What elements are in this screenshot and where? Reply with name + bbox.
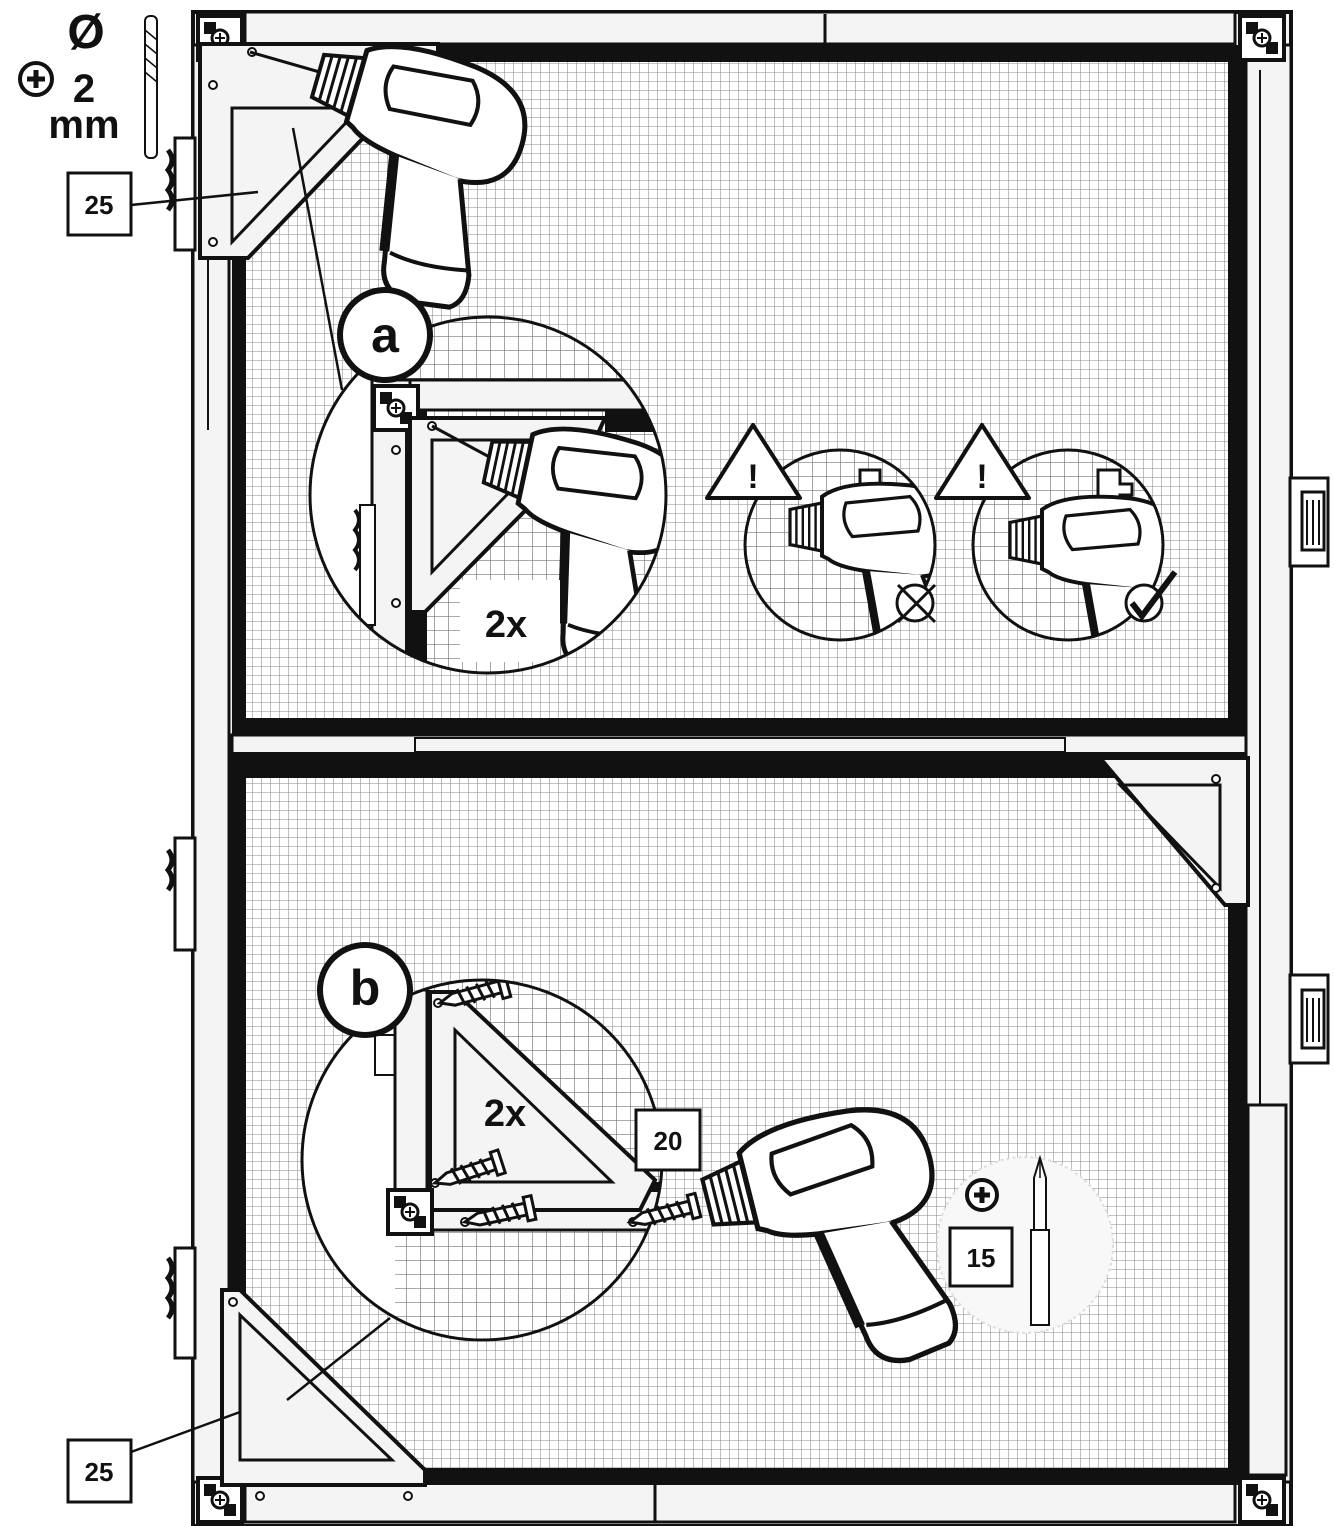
phillips-icon [18,61,54,97]
bit-spec: 15 [936,1154,1114,1334]
hinge-left-top [164,136,197,252]
drill-diameter-unit: mm [48,103,119,147]
svg-text:25: 25 [85,190,114,220]
drill-diameter-value: 2 [73,67,95,111]
svg-text:a: a [371,307,400,363]
hinge-left-middle [164,836,197,952]
drill-icon [249,24,540,320]
detail-a-count: 2x [485,604,527,646]
drill-spec: Ø 2 mm [18,6,158,159]
screen-frame [164,10,1330,1526]
drill-bit-icon [144,15,158,159]
svg-text:!: ! [976,458,987,496]
latch-right-top [1288,476,1330,568]
detail-a-badge: a [337,287,433,383]
warning-wrong-depth: ! [705,423,937,642]
part-label-top: 25 [66,171,259,237]
svg-text:b: b [350,960,381,1016]
warning-correct-depth: ! [934,423,1178,642]
part-label-screw: 20 [634,1108,702,1172]
part-label-bottom: 25 [66,1410,241,1504]
warning-icon: ! [934,423,1031,500]
warning-icon: ! [705,423,802,500]
detail-a: 2x a [308,287,668,675]
detail-b-count: 2x [484,1093,526,1135]
corner-bracket-right [1095,756,1250,907]
cross-icon [895,583,937,624]
diameter-symbol: Ø [67,6,104,59]
phillips-icon [965,1178,999,1212]
corner-bracket-bottom [220,1288,427,1501]
svg-text:20: 20 [654,1126,683,1156]
check-icon [1124,570,1178,623]
svg-text:15: 15 [967,1243,996,1273]
screwdriver-bit-icon [1030,1154,1050,1326]
detail-b-badge: b [317,942,413,1038]
hinge-left-bottom [164,1246,197,1360]
latch-right-bottom [1288,973,1330,1065]
svg-text:25: 25 [85,1457,114,1487]
svg-text:!: ! [747,458,758,496]
